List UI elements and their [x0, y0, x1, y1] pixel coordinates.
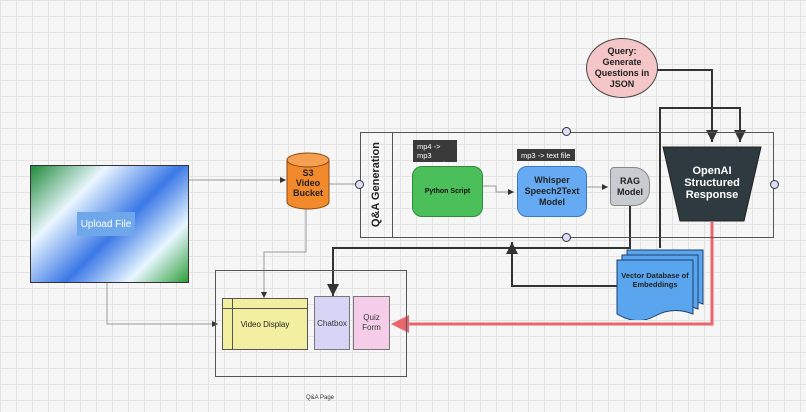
openai-structured-response-node	[662, 146, 762, 222]
frame-top-connector[interactable]	[562, 127, 571, 136]
quiz-form[interactable]: Quiz Form	[353, 296, 390, 350]
frame-left-connector[interactable]	[355, 180, 364, 189]
mp3-text-tag: mp3 -> text file	[517, 149, 575, 161]
video-display[interactable]: Video Display	[222, 298, 308, 350]
chatbox[interactable]: Chatbox	[314, 296, 350, 350]
vector-database-label: Vector Database of Embeddings	[621, 271, 689, 289]
s3-video-bucket	[286, 152, 330, 210]
qa-generation-divider	[392, 132, 393, 238]
video-display-side-line	[232, 298, 233, 350]
qa-generation-label-box: Q&A Generation	[360, 132, 392, 238]
python-script-node: Python Script	[412, 166, 483, 217]
frame-bottom-connector[interactable]	[562, 233, 571, 242]
vector-database-node	[616, 249, 704, 320]
whisper-model-node: Whisper Speech2Text Model	[517, 166, 587, 217]
query-node: Query: Generate Questions in JSON	[586, 38, 658, 98]
qa-generation-title: Q&A Generation	[370, 142, 382, 228]
rag-model-node: RAG Model	[610, 167, 650, 206]
mp4-mp3-tag: mp4 -> mp3 conversion	[413, 140, 457, 169]
video-display-header-line	[222, 308, 308, 309]
upload-file-button[interactable]: Upload File	[77, 212, 135, 236]
qa-page-frame	[215, 270, 407, 377]
s3-video-bucket-label: S3 Video Bucket	[292, 168, 323, 198]
qa-page-caption: Q&A Page	[305, 395, 335, 401]
openai-label: OpenAI Structured Response	[684, 165, 740, 201]
frame-right-connector[interactable]	[770, 180, 779, 189]
